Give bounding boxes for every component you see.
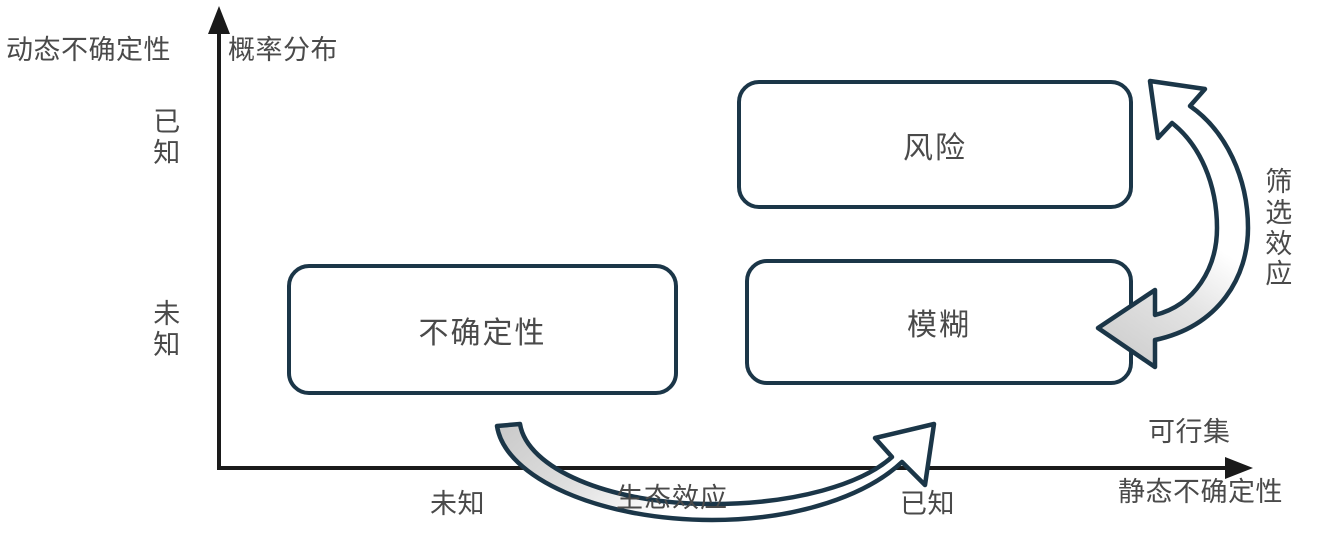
screening-effect-label-char-4: 应	[1265, 259, 1293, 291]
y-axis-inner-title: 概率分布	[228, 35, 338, 66]
y-tick-known-char-2: 知	[153, 137, 181, 169]
screening-effect-label-char-3: 效	[1265, 228, 1293, 260]
x-axis-arrowhead	[1225, 457, 1253, 479]
x-tick-unknown: 未知	[430, 489, 485, 520]
box-risk[interactable]: 风险	[737, 80, 1133, 209]
y-tick-unknown-char-1: 未	[153, 299, 181, 330]
screening-effect-arrow	[1095, 78, 1251, 370]
x-tick-known: 已知	[900, 489, 955, 520]
box-uncertainty[interactable]: 不确定性	[287, 264, 678, 395]
box-uncertainty-label: 不确定性	[418, 315, 547, 351]
y-tick-unknown: 未 知	[150, 299, 184, 362]
y-tick-unknown-char-2: 知	[153, 329, 181, 361]
ecological-effect-label: 生态效应	[616, 483, 728, 514]
x-axis-top-label: 可行集	[1148, 417, 1231, 448]
screening-effect-label: 筛 选 效 应	[1262, 167, 1296, 291]
box-risk-label: 风险	[903, 130, 967, 166]
y-tick-known: 已 知	[150, 107, 184, 170]
x-axis-bottom-title: 静态不确定性	[1118, 477, 1283, 508]
box-ambiguity-label: 模糊	[907, 308, 971, 343]
y-axis-outer-title: 动态不确定性	[6, 35, 171, 66]
y-tick-known-char-1: 已	[153, 107, 181, 138]
ecological-effect-arrow	[494, 421, 937, 523]
y-axis-arrowhead	[208, 6, 230, 34]
screening-effect-label-char-2: 选	[1265, 197, 1293, 229]
screening-effect-label-char-1: 筛	[1265, 167, 1293, 198]
